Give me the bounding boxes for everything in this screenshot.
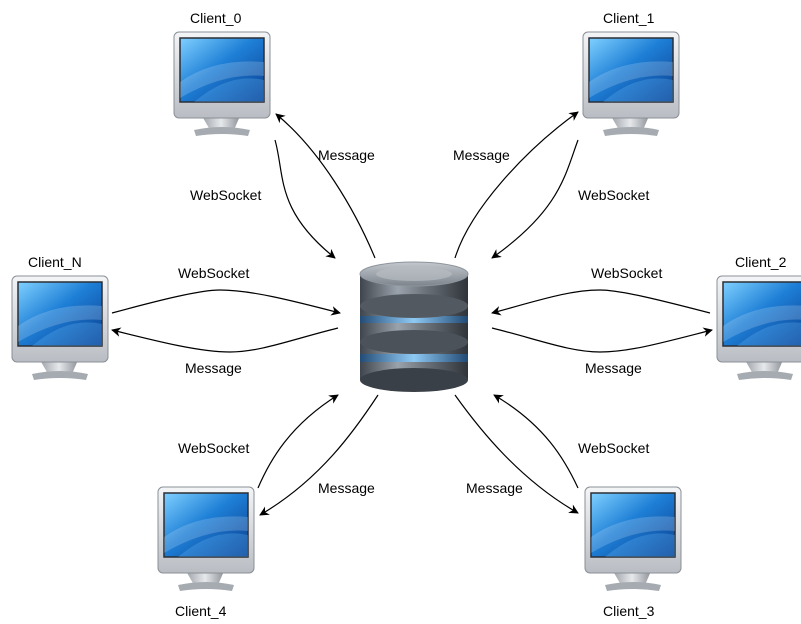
edge-message-client1 (454, 111, 579, 259)
edge-message-client4 (259, 394, 379, 516)
edge-label-websocket-client0: WebSocket (190, 187, 262, 203)
edge-websocket-client2 (491, 289, 711, 316)
edge-websocket-client0 (274, 139, 336, 259)
edge-message-client3 (454, 394, 579, 514)
client-label-n: Client_N (28, 254, 82, 270)
edge-websocket-client4 (257, 394, 339, 489)
edge-label-websocket-client2: WebSocket (591, 265, 663, 281)
client-label-2: Client_2 (735, 254, 787, 270)
database-server-icon (359, 261, 469, 393)
edge-message-client2 (491, 327, 713, 353)
client-label-3: Client_3 (603, 603, 655, 619)
monitor-icon (716, 275, 801, 381)
monitor-icon (584, 486, 682, 592)
edge-label-message-client2: Message (585, 360, 642, 376)
edge-label-message-client1: Message (453, 147, 510, 163)
edge-label-websocket-clientN: WebSocket (178, 265, 250, 281)
edge-label-websocket-client4: WebSocket (178, 440, 250, 456)
edge-label-message-clientN: Message (185, 360, 242, 376)
monitor-icon (157, 486, 255, 592)
edge-label-message-client4: Message (318, 480, 375, 496)
edge-message-client0 (275, 113, 376, 259)
edge-label-websocket-client3: WebSocket (578, 440, 650, 456)
edge-label-message-client3: Message (466, 480, 523, 496)
client-label-1: Client_1 (603, 10, 655, 26)
client-label-4: Client_4 (175, 603, 227, 619)
edge-label-message-client0: Message (318, 147, 375, 163)
edge-websocket-clientN (111, 289, 341, 316)
edge-message-clientN (111, 327, 339, 353)
monitor-icon (582, 31, 680, 137)
edge-websocket-client1 (491, 139, 579, 259)
edge-label-websocket-client1: WebSocket (578, 187, 650, 203)
client-label-0: Client_0 (190, 10, 242, 26)
monitor-icon (173, 31, 271, 137)
edge-websocket-client3 (493, 394, 579, 489)
monitor-icon (11, 275, 109, 381)
